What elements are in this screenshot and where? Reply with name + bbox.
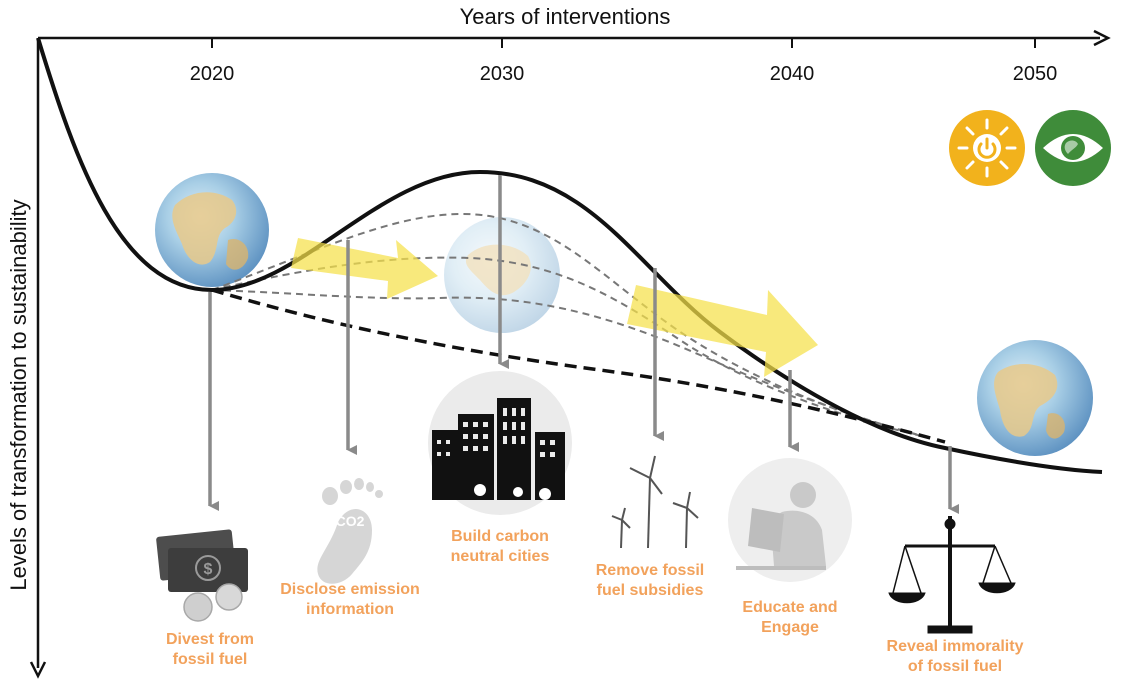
label-immorality-line1: Reveal immorality: [887, 638, 1024, 655]
intervention-arrows: [208, 175, 959, 514]
label-cities-line1: Build carbon: [451, 528, 549, 545]
power-sun-icon: [949, 110, 1025, 186]
x-axis-title: Years of interventions: [460, 4, 671, 29]
wind-turbine-icon: [611, 455, 699, 549]
year-label-2030: 2030: [480, 63, 525, 85]
co2-text: CO2: [336, 513, 365, 529]
progress-arrow: [291, 238, 438, 299]
globe-icon-2020: [155, 173, 269, 287]
y-axis-arrowhead: [29, 661, 47, 679]
dashed-curve: [211, 212, 931, 439]
label-cities-line2: neutral cities: [451, 548, 550, 565]
label-disclose-line1: Disclose emission: [280, 581, 420, 598]
dollar-sign: $: [204, 561, 213, 578]
scales-icon: [888, 516, 1016, 634]
label-divest-line2: fossil fuel: [173, 651, 248, 668]
dashed-curve: [211, 256, 931, 439]
year-label-2040: 2040: [770, 63, 815, 85]
money-icon: $: [156, 529, 248, 622]
globe-icon-2030: [444, 217, 560, 333]
transformation-curve: [36, 37, 1103, 474]
label-educate-line2: Engage: [761, 619, 819, 636]
axes: Years of interventions Levels of transfo…: [6, 4, 1111, 679]
label-immorality-line2: of fossil fuel: [908, 658, 1002, 675]
label-subsidies-line1: Remove fossil: [596, 562, 704, 579]
eye-globe-icon: [1035, 110, 1111, 186]
label-subsidies-line2: fuel subsidies: [597, 582, 704, 599]
year-label-2020: 2020: [190, 63, 235, 85]
x-axis-arrowhead: [1093, 29, 1111, 47]
progress-arrow: [627, 285, 818, 377]
label-disclose-line2: information: [306, 601, 394, 618]
reading-person-icon: [728, 458, 852, 582]
globe-icon-2050: [977, 340, 1093, 456]
label-divest-line1: Divest from: [166, 631, 254, 648]
year-label-2050: 2050: [1013, 63, 1058, 85]
city-icon: [428, 371, 572, 515]
y-axis-title: Levels of transformation to sustainabili…: [6, 199, 31, 590]
co2-footprint-icon: CO2: [317, 478, 383, 584]
label-educate-line1: Educate and: [742, 599, 837, 616]
dashed-curve: [211, 289, 931, 439]
intervention-labels: Divest from fossil fuel Disclose emissio…: [166, 528, 1024, 675]
baseline-dashed-curve: [211, 288, 946, 444]
